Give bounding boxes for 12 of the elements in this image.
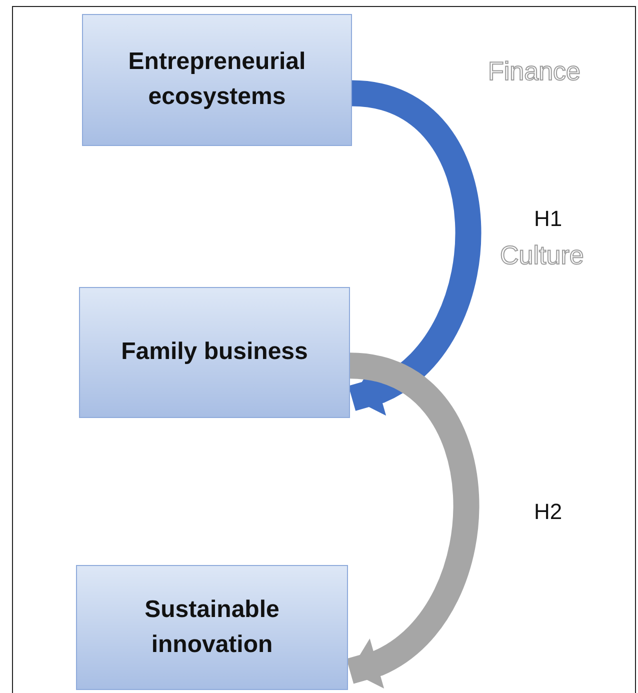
box-label: Family business (120, 337, 309, 368)
concept-box (82, 14, 352, 146)
concept-box (76, 565, 348, 690)
concept-box (79, 287, 350, 418)
outlined-label: Finance (488, 56, 580, 87)
outlined-label: Culture (500, 240, 584, 271)
edge-label: H1 (534, 206, 562, 232)
box-label: Entrepreneurial ecosystems (127, 47, 307, 112)
edge-label: H2 (534, 499, 562, 525)
curved-arrow (348, 80, 481, 416)
box-label: Sustainable innovation (144, 594, 280, 660)
curved-arrow (346, 352, 479, 689)
